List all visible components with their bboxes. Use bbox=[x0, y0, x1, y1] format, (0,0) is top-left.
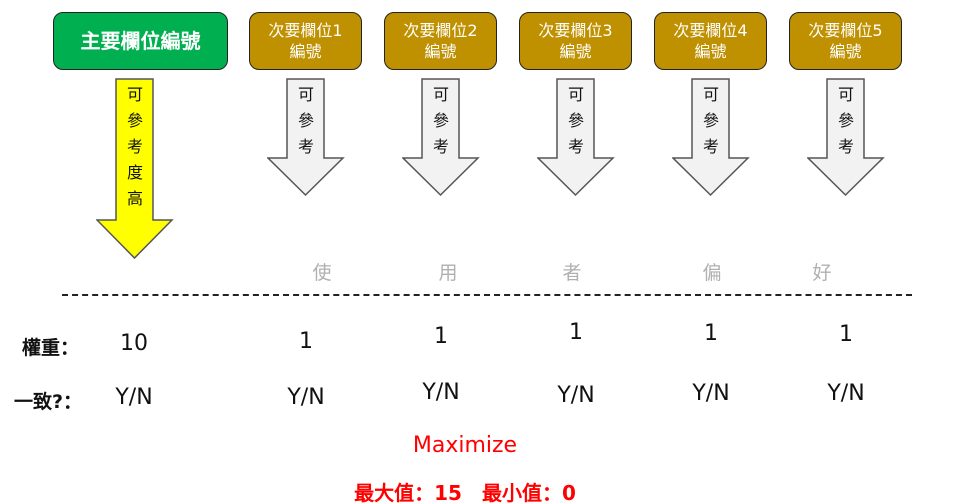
secondary-field-subtitle: 編號 bbox=[694, 42, 727, 61]
secondary-weight: 1 bbox=[299, 329, 313, 354]
user-preference-char: 好 bbox=[812, 262, 832, 284]
secondary-field-title: 次要欄位3 bbox=[538, 21, 613, 40]
arrow-char: 參 bbox=[126, 111, 143, 130]
arrow-char: 考 bbox=[126, 137, 143, 156]
secondary-field-subtitle: 編號 bbox=[829, 42, 862, 61]
secondary-arrow-icon bbox=[807, 78, 885, 197]
arrow-char: 考 bbox=[432, 137, 449, 156]
secondary-field-box-2: 次要欄位2 編號 bbox=[384, 12, 497, 70]
secondary-field-subtitle: 編號 bbox=[424, 42, 457, 61]
secondary-weight: 1 bbox=[434, 324, 448, 349]
arrow-char: 高 bbox=[126, 189, 143, 208]
secondary-field-title: 次要欄位4 bbox=[673, 21, 748, 40]
secondary-field-title: 次要欄位5 bbox=[808, 21, 883, 40]
user-preference-char: 用 bbox=[438, 262, 458, 284]
arrow-char: 考 bbox=[702, 137, 719, 156]
secondary-match: Y/N bbox=[422, 380, 460, 405]
arrow-char: 考 bbox=[567, 137, 584, 156]
arrow-char: 參 bbox=[837, 111, 854, 130]
objective-text: Maximize bbox=[412, 433, 518, 458]
primary-field-label: 主要欄位編號 bbox=[80, 28, 201, 53]
secondary-arrow-text: 可 參 考 bbox=[294, 82, 318, 160]
secondary-match: Y/N bbox=[557, 383, 595, 408]
arrow-char: 參 bbox=[297, 111, 314, 130]
weight-label: 權重： bbox=[22, 337, 80, 359]
user-preference-char: 使 bbox=[312, 262, 332, 284]
secondary-field-subtitle: 編號 bbox=[559, 42, 592, 61]
secondary-arrow-icon bbox=[402, 78, 480, 197]
secondary-field-subtitle: 編號 bbox=[289, 42, 322, 61]
match-label: 一致?： bbox=[14, 391, 83, 413]
primary-weight: 10 bbox=[120, 331, 148, 356]
secondary-arrow-icon bbox=[267, 78, 345, 197]
secondary-weight: 1 bbox=[569, 320, 583, 345]
secondary-arrow-text: 可 參 考 bbox=[564, 82, 588, 160]
primary-arrow-text: 可 參 考 度 高 bbox=[123, 82, 147, 212]
secondary-field-title: 次要欄位2 bbox=[403, 21, 478, 40]
arrow-char: 可 bbox=[297, 85, 314, 104]
user-preference-char: 者 bbox=[562, 262, 582, 284]
arrow-char: 考 bbox=[837, 137, 854, 156]
arrow-char: 可 bbox=[702, 85, 719, 104]
secondary-match: Y/N bbox=[287, 385, 325, 410]
primary-field-box: 主要欄位編號 bbox=[53, 12, 228, 70]
primary-match: Y/N bbox=[115, 385, 153, 410]
secondary-field-title: 次要欄位1 bbox=[268, 21, 343, 40]
secondary-match: Y/N bbox=[827, 381, 865, 406]
secondary-arrow-icon bbox=[537, 78, 615, 197]
arrow-char: 可 bbox=[126, 85, 143, 104]
arrow-char: 參 bbox=[432, 111, 449, 130]
secondary-field-box-5: 次要欄位5 編號 bbox=[789, 12, 902, 70]
divider-dashed-line bbox=[62, 294, 912, 296]
secondary-arrow-text: 可 參 考 bbox=[834, 82, 858, 160]
user-preference-char: 偏 bbox=[702, 262, 722, 284]
primary-arrow-icon bbox=[96, 78, 174, 260]
range-text: 最大值：15 最小值：0 bbox=[354, 481, 576, 504]
secondary-weight: 1 bbox=[704, 321, 718, 346]
secondary-arrow-text: 可 參 考 bbox=[699, 82, 723, 160]
secondary-arrow-text: 可 參 考 bbox=[429, 82, 453, 160]
arrow-char: 度 bbox=[126, 163, 143, 182]
secondary-arrow-icon bbox=[672, 78, 750, 197]
secondary-match: Y/N bbox=[692, 381, 730, 406]
secondary-field-box-4: 次要欄位4 編號 bbox=[654, 12, 767, 70]
arrow-char: 參 bbox=[702, 111, 719, 130]
secondary-field-box-1: 次要欄位1 編號 bbox=[249, 12, 362, 70]
arrow-char: 可 bbox=[567, 85, 584, 104]
secondary-weight: 1 bbox=[839, 322, 853, 347]
arrow-char: 可 bbox=[432, 85, 449, 104]
arrow-char: 參 bbox=[567, 111, 584, 130]
secondary-field-box-3: 次要欄位3 編號 bbox=[519, 12, 632, 70]
arrow-char: 考 bbox=[297, 137, 314, 156]
arrow-char: 可 bbox=[837, 85, 854, 104]
